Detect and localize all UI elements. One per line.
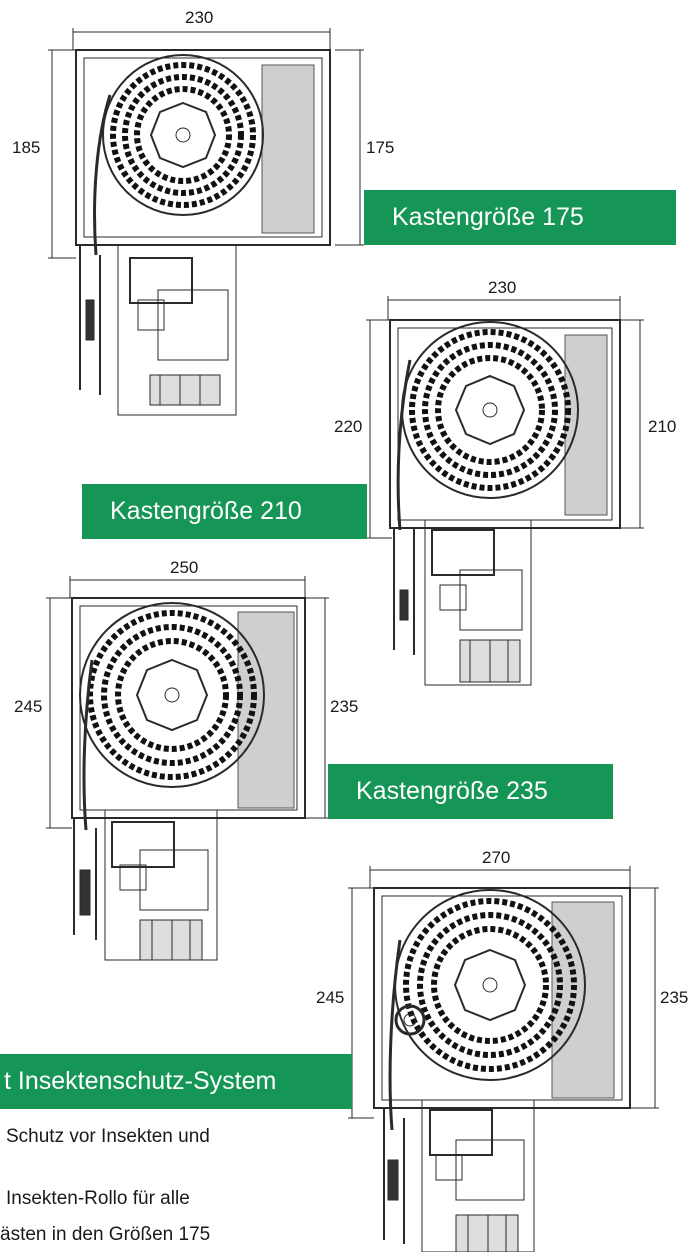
left-height-dimension-label: 245 — [316, 988, 345, 1007]
width-dimension-label: 270 — [482, 848, 511, 867]
right-height-dimension-label: 175 — [366, 138, 395, 157]
box-size-banner: Kastengröße 175 — [364, 190, 676, 245]
width-dimension-label: 230 — [185, 8, 214, 27]
left-height-dimension-label: 245 — [14, 697, 43, 716]
width-dimension-label: 250 — [170, 558, 199, 577]
right-height-dimension-label: 235 — [330, 697, 359, 716]
left-height-dimension-label: 185 — [12, 138, 41, 157]
body-text-line-3: ästen in den Größen 175 — [0, 1224, 211, 1245]
box-size-banner: Kastengröße 210 — [82, 484, 367, 539]
right-height-dimension-label: 210 — [648, 417, 677, 436]
width-dimension-label: 230 — [488, 278, 517, 297]
box-size-banner: Kastengröße 235 — [328, 764, 613, 819]
left-height-dimension-label: 220 — [334, 417, 363, 436]
body-text-line-2: Insekten-Rollo für alle — [6, 1188, 190, 1209]
right-height-dimension-label: 235 — [660, 988, 689, 1007]
insect-screen-system-banner: t Insektenschutz-System — [0, 1054, 352, 1109]
body-text-line-1: Schutz vor Insekten und — [6, 1126, 210, 1147]
